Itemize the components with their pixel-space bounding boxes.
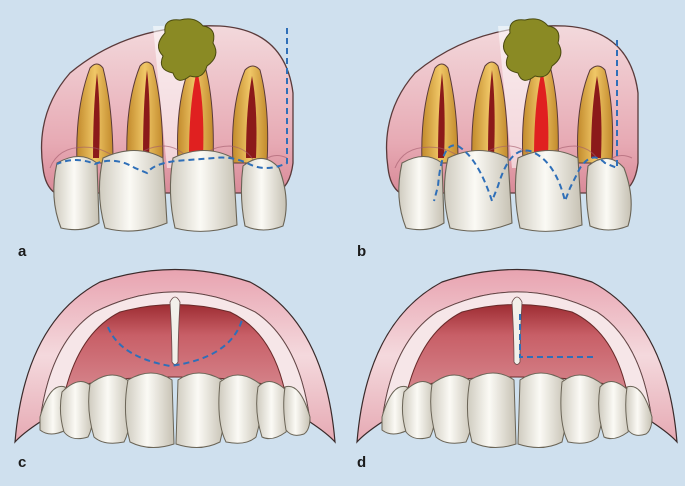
panel-label-b: b [357, 243, 367, 260]
panel-b-labial-view [385, 18, 639, 233]
panel-label-a: a [18, 243, 27, 260]
panel-c-palatal-view [14, 268, 336, 449]
panel-label-d: d [357, 454, 367, 471]
incision-line-c [107, 319, 243, 368]
panel-label-c: c [18, 454, 27, 471]
panel-a-labial-view [40, 18, 294, 233]
incision-line-d [519, 314, 596, 358]
incision-line-b [433, 40, 618, 205]
incision-line-a [56, 28, 288, 175]
panel-d-palatal-view [356, 268, 678, 449]
